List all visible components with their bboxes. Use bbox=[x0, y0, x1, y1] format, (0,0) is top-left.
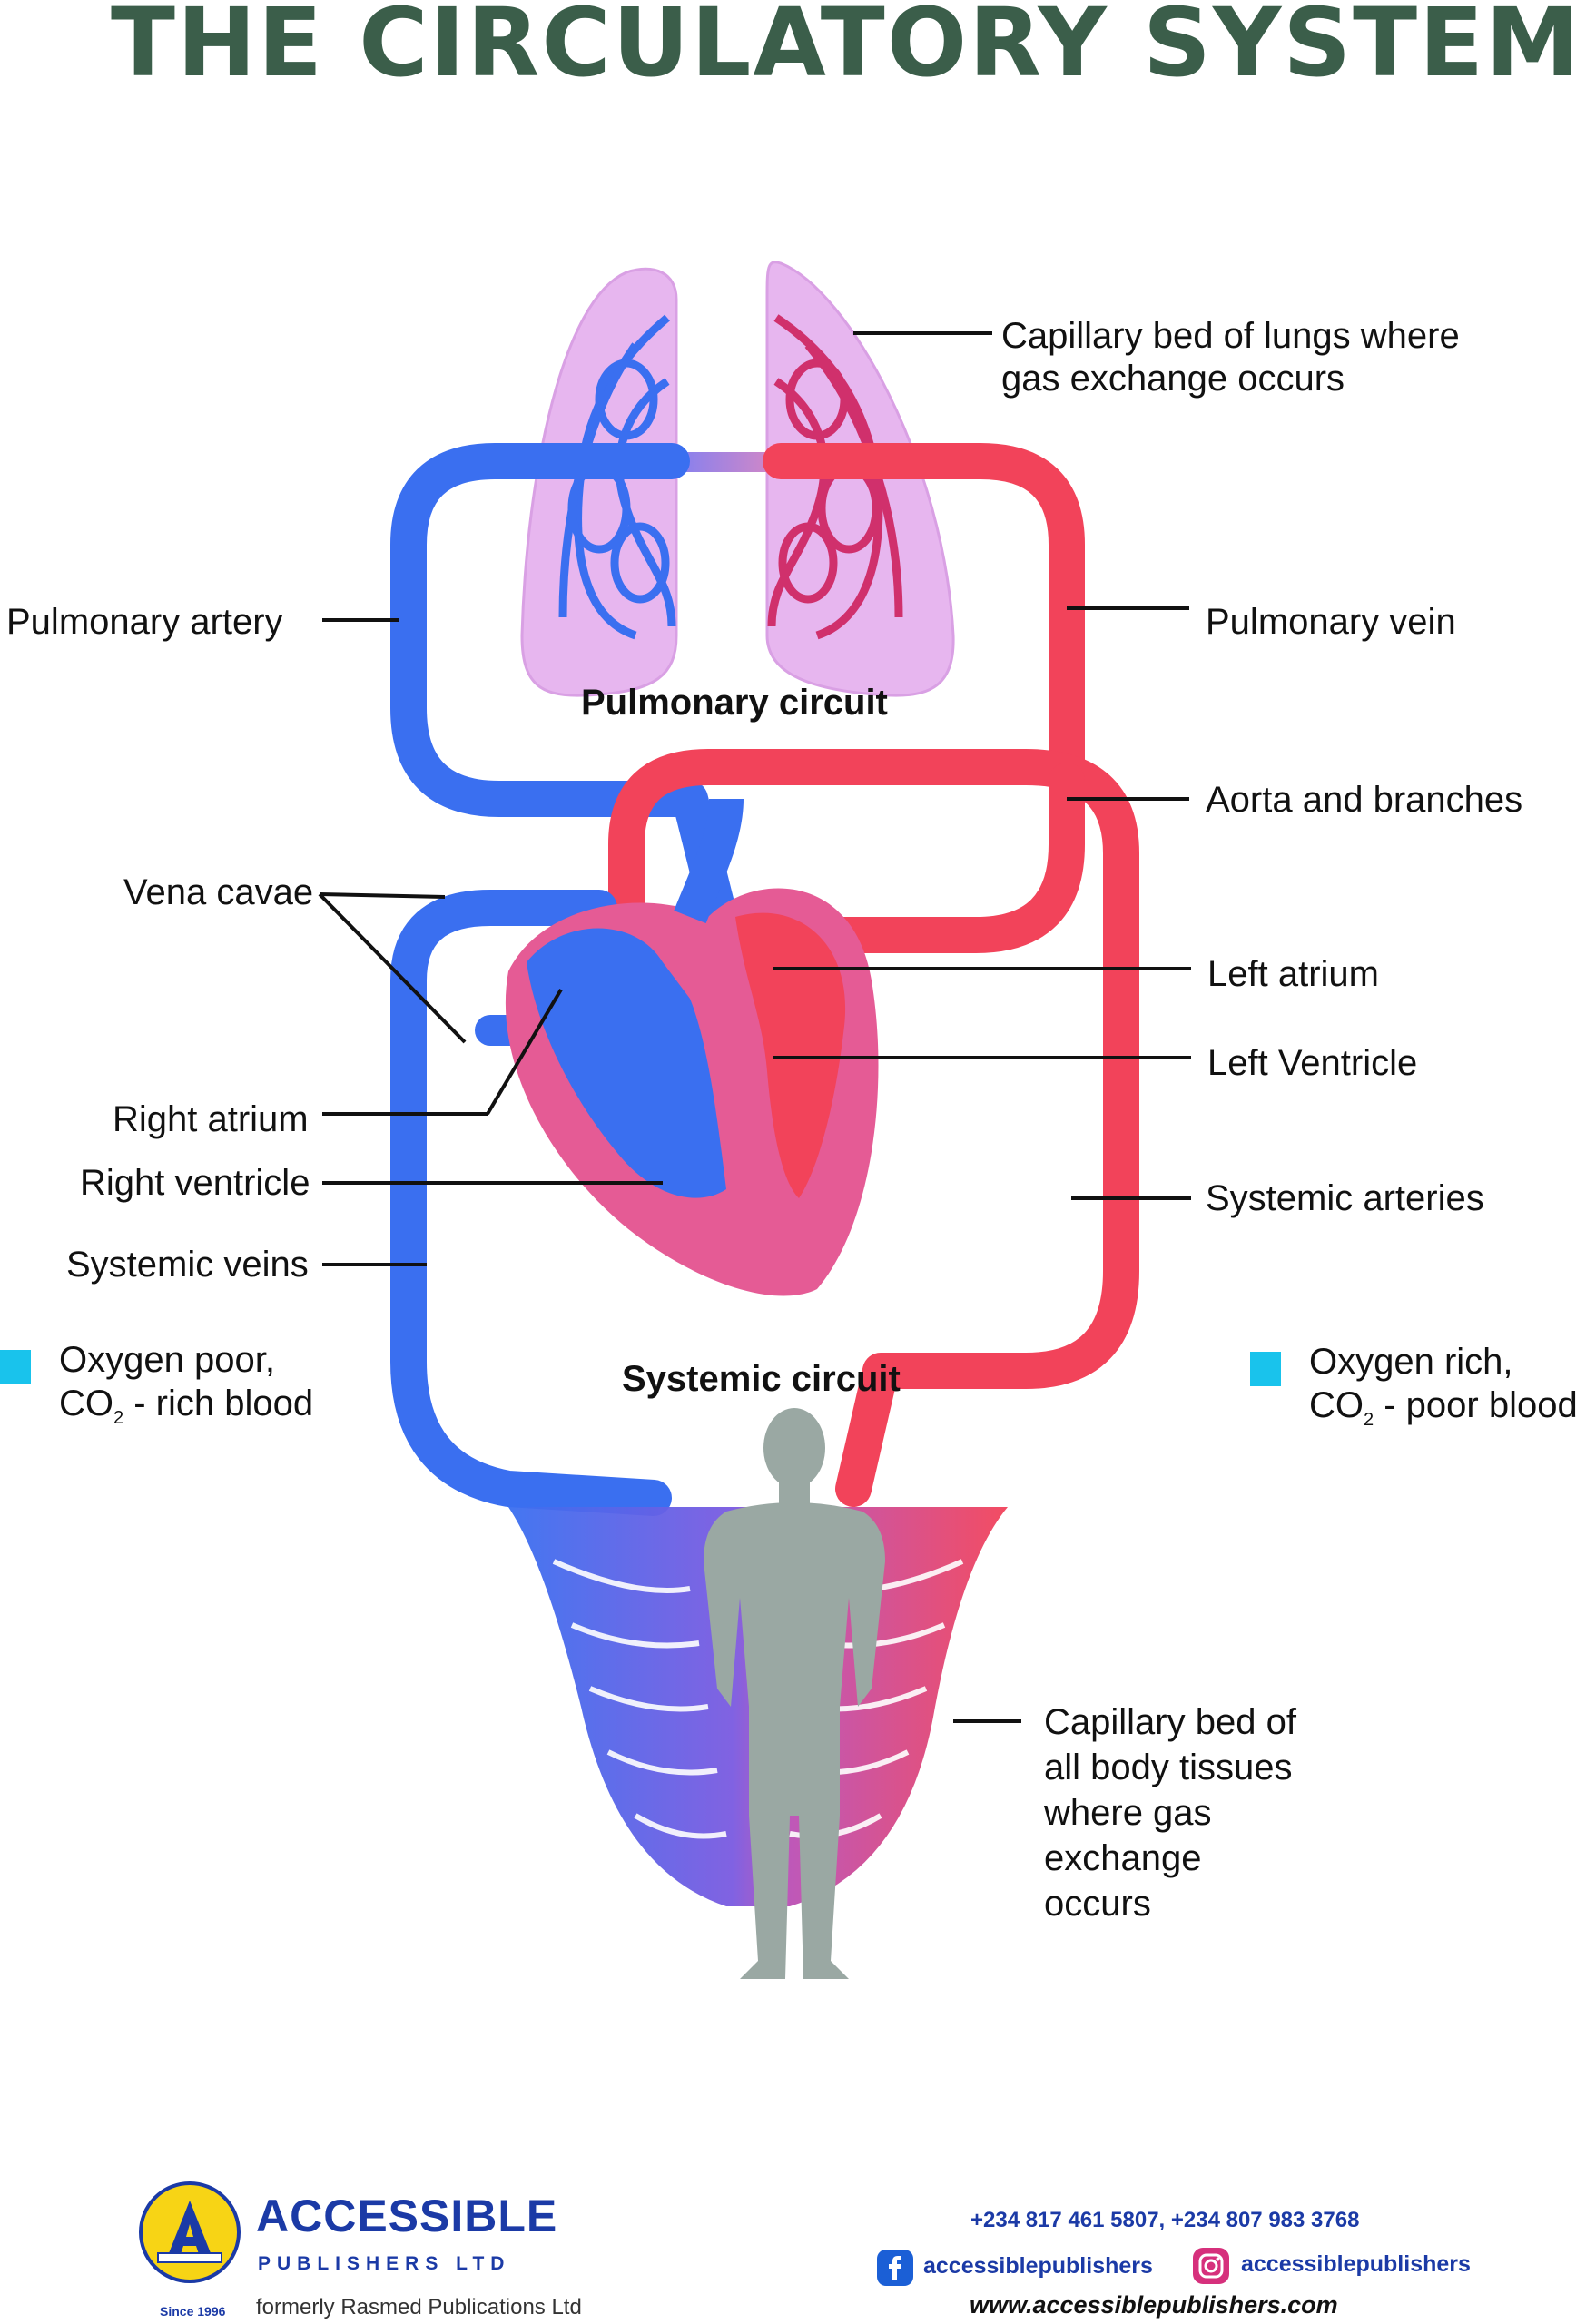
human-silhouette bbox=[704, 1408, 885, 1979]
leader-lines bbox=[318, 331, 1191, 1723]
label-right-ventricle: Right ventricle bbox=[80, 1163, 310, 1203]
label-pulmonary-artery: Pulmonary artery bbox=[6, 602, 283, 642]
formerly-name: formerly Rasmed Publications Ltd bbox=[256, 2295, 582, 2319]
legend-oxygen-poor-line2: CO2 - rich blood bbox=[59, 1384, 314, 1428]
legend-oxygen-rich-line2: CO2 - poor blood bbox=[1309, 1385, 1578, 1430]
label-right-atrium: Right atrium bbox=[113, 1099, 309, 1139]
left-heart-chambers bbox=[735, 912, 846, 1198]
pulmonary-vein-to-atrium bbox=[799, 763, 1085, 953]
legend-oxygen-rich-line1: Oxygen rich, bbox=[1309, 1342, 1513, 1382]
instagram-handle[interactable]: accessiblepublishers bbox=[1241, 2251, 1471, 2277]
label-capillary-lungs-line1: Capillary bed of lungs where bbox=[1001, 316, 1460, 356]
legend-oxygen-poor-line1: Oxygen poor, bbox=[59, 1340, 275, 1380]
label-systemic-arteries: Systemic arteries bbox=[1206, 1178, 1484, 1218]
pulmonary-vein-vessel bbox=[763, 443, 1085, 799]
label-left-ventricle: Left Ventricle bbox=[1207, 1043, 1418, 1083]
page-title: THE CIRCULATORY SYSTEM bbox=[111, 0, 1581, 98]
pulmonary-artery-vessel bbox=[390, 443, 735, 926]
label-systemic-circuit: Systemic circuit bbox=[622, 1359, 901, 1399]
heart-trunk bbox=[674, 798, 744, 924]
website-link[interactable]: www.accessiblepublishers.com bbox=[970, 2291, 1338, 2319]
systemic-veins-vessel bbox=[390, 890, 672, 1516]
right-heart-chambers bbox=[527, 928, 726, 1198]
label-aorta: Aorta and branches bbox=[1206, 780, 1523, 820]
brand-subtitle: PUBLISHERS LTD bbox=[258, 2253, 511, 2274]
label-left-atrium: Left atrium bbox=[1207, 954, 1379, 994]
label-capillary-lungs-line2: gas exchange occurs bbox=[1001, 359, 1345, 399]
label-systemic-veins: Systemic veins bbox=[66, 1245, 309, 1285]
since-year: Since 1996 bbox=[160, 2304, 226, 2319]
heart bbox=[505, 798, 879, 1296]
legend-oxygen-rich-marker bbox=[1250, 1352, 1281, 1386]
facebook-icon[interactable] bbox=[876, 2249, 914, 2287]
legend-oxygen-poor: Oxygen poor, CO2 - rich blood bbox=[59, 1338, 313, 1440]
label-pulmonary-vein: Pulmonary vein bbox=[1206, 602, 1456, 642]
brand-name: ACCESSIBLE bbox=[256, 2191, 558, 2241]
label-vena-cavae: Vena cavae bbox=[123, 872, 314, 912]
instagram-icon[interactable] bbox=[1192, 2247, 1230, 2285]
legend-oxygen-rich: Oxygen rich, CO2 - poor blood bbox=[1309, 1340, 1578, 1442]
label-capillary-body: Capillary bed of all body tissues where … bbox=[1044, 1702, 1296, 1924]
label-pulmonary-circuit: Pulmonary circuit bbox=[581, 683, 888, 723]
phone-numbers: +234 817 461 5807, +234 807 983 3768 bbox=[970, 2208, 1360, 2232]
vessels bbox=[390, 443, 1139, 1516]
facebook-handle[interactable]: accessiblepublishers bbox=[923, 2253, 1153, 2279]
lung-bridge bbox=[663, 452, 781, 472]
legend-oxygen-poor-marker bbox=[0, 1350, 31, 1384]
aorta-vessel bbox=[608, 749, 1139, 1507]
publisher-logo bbox=[139, 2181, 241, 2283]
